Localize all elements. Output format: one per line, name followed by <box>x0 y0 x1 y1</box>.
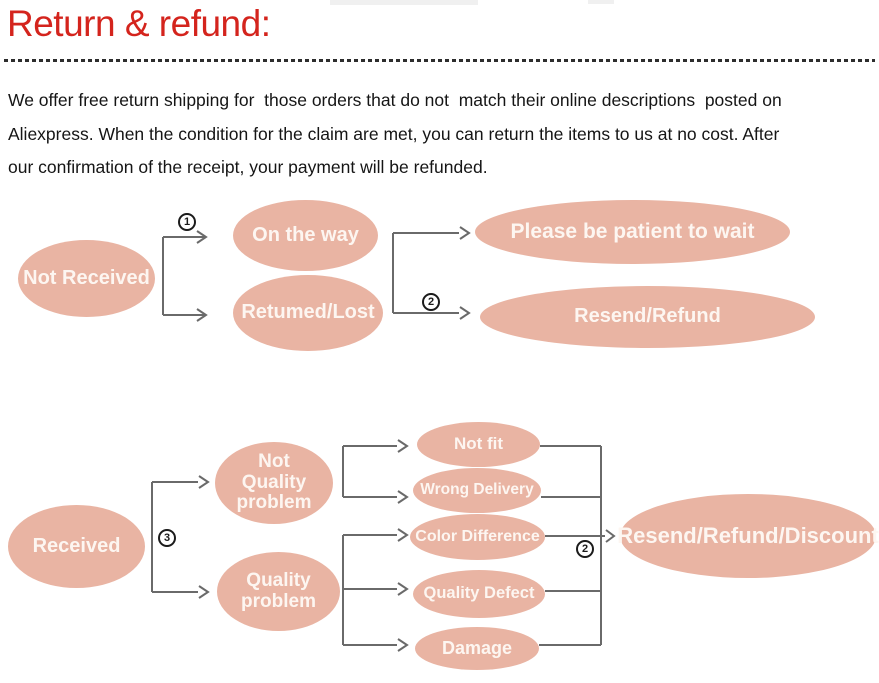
node-returned-lost: Retumed/Lost <box>233 275 383 351</box>
node-quality-defect: Quality Defect <box>413 570 545 618</box>
node-label: On the way <box>252 223 359 246</box>
node-label: Color Difference <box>415 528 540 546</box>
node-label-line: problem <box>236 492 312 514</box>
step-badge-2: 2 <box>422 293 440 311</box>
bracket-quality <box>342 528 409 652</box>
cropped-text-artifact <box>588 0 614 4</box>
page-title: Return & refund: <box>7 3 271 44</box>
node-label-line: Not <box>258 451 290 473</box>
flowchart-not-received: Not Received On the way Retumed/Lost Ple… <box>0 190 879 370</box>
node-damage: Damage <box>415 627 539 670</box>
step-badge-3: 3 <box>158 529 176 547</box>
node-not-fit: Not fit <box>417 422 540 467</box>
intro-line: We offer free return shipping for those … <box>8 90 782 110</box>
node-label: Resend/Refund/Discount <box>617 523 879 549</box>
node-label-line: Quality <box>241 471 307 493</box>
node-color-difference: Color Difference <box>410 514 545 560</box>
node-label: Damage <box>441 637 513 658</box>
node-label: Quality Defect <box>423 584 535 603</box>
node-label: Retumed/Lost <box>241 301 375 324</box>
node-label: Please be patient to wait <box>510 219 755 243</box>
bracket-split-2 <box>392 226 471 320</box>
collector-merge <box>539 445 616 646</box>
intro-line: Aliexpress. When the condition for the c… <box>8 123 780 144</box>
bracket-split-3 <box>151 475 210 599</box>
bracket-split-1 <box>162 230 208 322</box>
step-badge-1: 1 <box>178 213 196 231</box>
node-label-line: Quality <box>246 569 311 591</box>
node-label: Wrong Delivery <box>420 481 534 499</box>
flow1-connectors <box>162 226 471 322</box>
node-label: Resend/Refund <box>574 305 721 328</box>
node-label: Not fit <box>453 434 504 454</box>
step-badge-2: 2 <box>576 540 594 558</box>
flow2-connectors <box>151 439 616 652</box>
node-label: Not Received <box>23 266 150 289</box>
node-quality-problem: Quality problem <box>217 552 340 631</box>
node-not-quality-problem: Not Quality problem <box>215 442 333 524</box>
intro-paragraph: We offer free return shipping for those … <box>8 84 874 185</box>
node-label-line: problem <box>241 590 316 612</box>
node-resend-refund-discount: Resend/Refund/Discount <box>617 494 879 578</box>
intro-line: our confirmation of the receipt, your pa… <box>8 157 488 177</box>
flowchart-received: Received Not Quality problem Quality pro… <box>0 405 879 683</box>
node-please-be-patient: Please be patient to wait <box>475 200 790 264</box>
node-wrong-delivery: Wrong Delivery <box>413 468 541 513</box>
bracket-not-quality <box>342 439 409 504</box>
dashed-divider <box>4 59 875 62</box>
cropped-text-artifact <box>330 0 478 5</box>
node-on-the-way: On the way <box>233 200 378 271</box>
node-received: Received <box>8 505 145 588</box>
node-resend-refund: Resend/Refund <box>480 286 815 348</box>
node-label: Received <box>32 534 121 557</box>
node-not-received: Not Received <box>18 240 155 317</box>
